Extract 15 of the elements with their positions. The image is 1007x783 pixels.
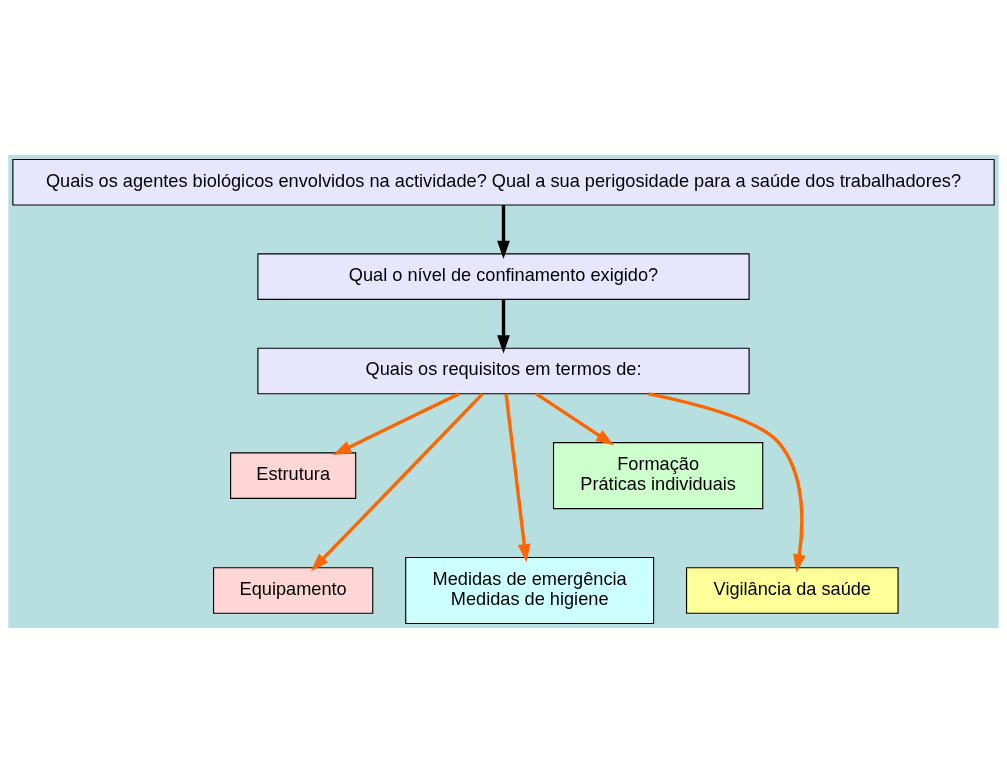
arrow [497, 299, 510, 354]
node-box: Medidas de emergência Medidas de higiene [405, 556, 655, 625]
arrow [504, 393, 531, 563]
arrow [310, 392, 484, 572]
node-box: Equipamento [213, 567, 374, 614]
node-box: Vigilância da saúde [686, 567, 899, 614]
node-box: Qual o nível de confinamento exigido? [257, 253, 750, 300]
arrow [648, 392, 806, 573]
arrow [333, 392, 460, 456]
node-box: Quais os agentes biológicos envolvidos na actividade? Qual a sua perigosidade para a saúde dos trabalhadores? [12, 159, 995, 206]
node-box: Quais os requisitos em termos de: [257, 347, 750, 395]
arrow [535, 392, 615, 446]
node-box: Estrutura [230, 452, 357, 499]
node-box: Formação Práticas individuais [552, 442, 764, 510]
arrow [497, 205, 510, 259]
